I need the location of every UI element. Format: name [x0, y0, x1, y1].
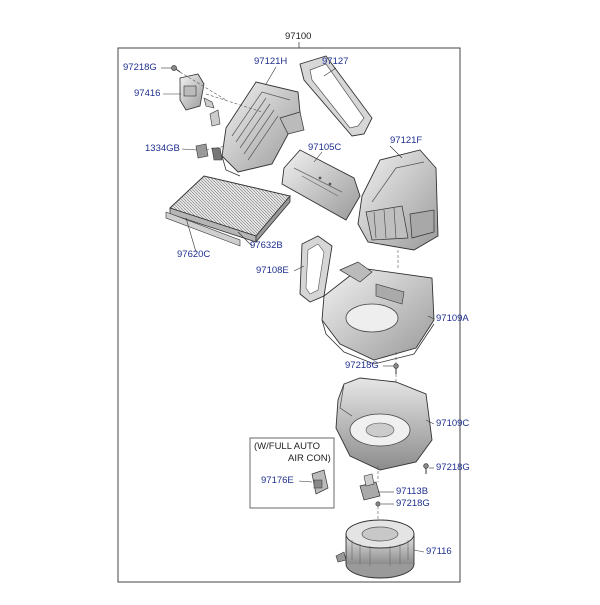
part-label-97176e: 97176E — [261, 475, 294, 486]
note-box — [249, 437, 335, 509]
part-label-97109a: 97109A — [436, 313, 469, 324]
part-97116-blower-motor — [335, 519, 415, 579]
part-97218g-screw-low — [375, 501, 381, 507]
part-label-97218g-right: 97218G — [436, 462, 470, 473]
note-line-1: (W/FULL AUTO — [254, 441, 320, 452]
part-label-97127: 97127 — [322, 56, 349, 67]
part-97105c-filter-cover — [281, 149, 361, 221]
part-label-1334gb: 1334GB — [145, 143, 180, 154]
note-full-auto-aircon: (W/FULL AUTO AIR CON) — [254, 441, 331, 465]
part-label-97116: 97116 — [426, 546, 452, 557]
part-label-97620c: 97620C — [177, 249, 211, 260]
part-label-97121f: 97121F — [390, 135, 423, 146]
part-97218g-screw-top — [171, 65, 181, 73]
part-label-97218g-top: 97218G — [123, 62, 157, 73]
assembly-number-label: 97100 — [285, 31, 312, 42]
part-label-97218g-low: 97218G — [396, 498, 430, 509]
part-label-97218g-mid: 97218G — [345, 360, 379, 371]
part-97620c-filter-frame — [165, 211, 241, 247]
part-97218g-screw-right — [423, 463, 429, 474]
note-line-2: AIR CON) — [288, 452, 331, 464]
part-97416-actuator — [179, 73, 221, 127]
part-97109c-lower-scroll — [335, 377, 433, 471]
part-label-97109c: 97109C — [436, 418, 470, 429]
part-1334gb-clip — [195, 143, 223, 161]
part-97632b-filter — [169, 175, 291, 244]
part-label-97108e: 97108E — [256, 265, 289, 276]
part-97121f-case — [357, 149, 439, 251]
part-97218g-screw-mid — [393, 363, 399, 374]
part-label-97121h: 97121H — [254, 56, 288, 67]
part-97108e-gasket — [299, 235, 333, 303]
part-97121h-upper-case — [221, 81, 305, 177]
part-label-97416: 97416 — [134, 88, 161, 99]
part-label-97113b: 97113B — [396, 486, 429, 497]
diagram-frame — [117, 47, 461, 583]
part-97109a-upper-scroll — [321, 261, 435, 365]
part-97176e-resistor — [311, 469, 329, 495]
part-97113b-resistor — [359, 473, 381, 501]
leader-lines — [161, 66, 435, 553]
part-label-97632b: 97632B — [250, 240, 283, 251]
assembly-guides — [179, 71, 399, 520]
part-label-97105c: 97105C — [308, 142, 342, 153]
part-97127-seal — [299, 55, 373, 137]
